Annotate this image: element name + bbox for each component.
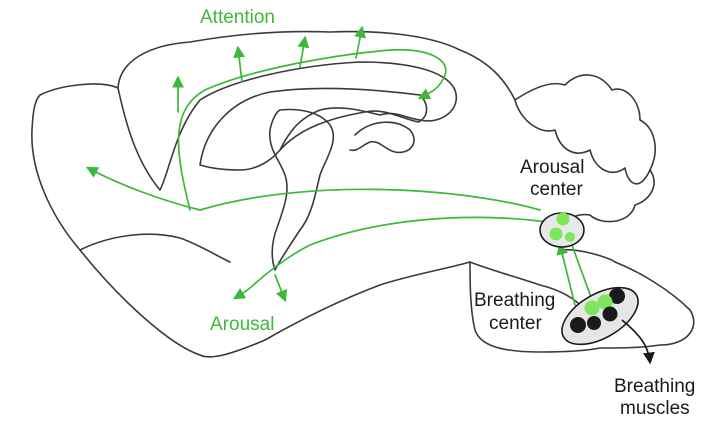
breathing-center-cluster xyxy=(553,276,648,356)
breathing-neuron-5 xyxy=(570,317,586,333)
arousal-center-cluster xyxy=(540,213,584,248)
breathing-neuron-3 xyxy=(585,301,600,316)
arousal-center-label-1: Arousal xyxy=(520,157,584,178)
arousal-neuron-1 xyxy=(557,213,570,226)
arousal-label: Arousal xyxy=(210,314,274,335)
breathing-muscles-label-1: Breathing xyxy=(614,376,695,397)
muscles-arrow xyxy=(622,320,650,362)
hippocampus-outline xyxy=(350,122,414,152)
ventricle-outline xyxy=(200,89,427,170)
breathing-center-outline xyxy=(553,276,648,356)
arousal-neuron-3 xyxy=(565,232,575,242)
breathing-center-label-2: center xyxy=(489,313,542,334)
lower-outline xyxy=(80,234,230,262)
callosum-outline xyxy=(118,62,456,190)
breathing-neuron-6 xyxy=(587,316,601,330)
breathing-muscles-label-2: muscles xyxy=(620,398,690,419)
arousal-center-label-2: center xyxy=(530,179,583,200)
breathing-center-label-1: Breathing xyxy=(474,290,555,311)
breathing-neuron-4 xyxy=(603,307,618,322)
green-pathways xyxy=(88,28,592,305)
attention-pathway xyxy=(179,50,446,210)
attention-label: Attention xyxy=(200,7,275,28)
frontal-projection xyxy=(88,168,540,210)
arousal-neuron-2 xyxy=(550,228,563,241)
arousal-branch xyxy=(275,275,285,300)
